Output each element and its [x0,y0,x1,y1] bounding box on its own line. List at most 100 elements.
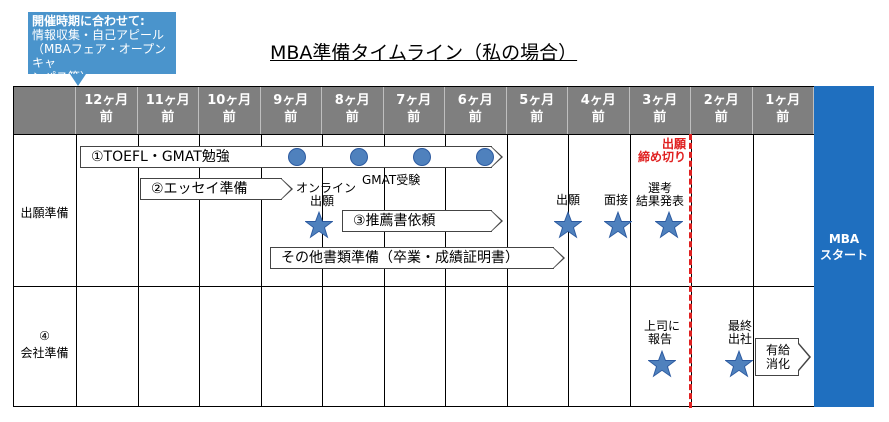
task-recommendation-label: ③推薦書依頼 [353,213,436,229]
row-label-company: 会社準備 [20,346,69,360]
month-header: 8ヶ月前 [322,86,384,134]
callout-line3: （MBAフェア・オープンキャ [32,42,167,70]
month-header: 11ヶ月前 [137,86,199,134]
paid-leave-arrow: 有給 消化 [755,338,811,376]
interview-star-icon [603,210,633,239]
interview-label: 面接 [604,193,629,207]
month-header-top: 7ヶ月 [396,93,432,108]
month-header-top: 1ヶ月 [765,93,801,108]
callout-line4: ンパス等） [32,70,93,84]
online-application-label-1: オンライン [296,181,357,195]
month-header: 5ヶ月前 [506,86,568,134]
month-header-top: 6ヶ月 [457,93,493,108]
month-header-bottom: 前 [222,110,236,125]
task-toefl-gmat: ①TOEFL・GMAT勉強 [80,146,503,168]
deadline-label: 出願 締め切り [630,138,686,164]
month-header-top: 11ヶ月 [145,93,190,108]
month-header-bottom: 前 [653,110,667,125]
month-header: 1ヶ月前 [752,86,814,134]
grid-line [76,134,77,407]
results-star-icon [654,210,684,239]
gmat-exam-marker [476,148,494,166]
results-label-1: 選考 [648,181,673,195]
grid-line [506,134,508,407]
callout-pointer [70,74,86,86]
grid-line [322,134,323,407]
grid-line [383,134,385,407]
grid-line [445,134,446,407]
month-header-bottom: 前 [99,110,113,125]
deadline-line [689,134,692,408]
month-header: 3ヶ月前 [629,86,691,134]
task-essay-label: ②エッセイ準備 [151,181,248,197]
month-header-top: 4ヶ月 [580,93,616,108]
month-header: 9ヶ月前 [260,86,322,134]
report-boss-label-2: 報告 [648,332,673,346]
page-title: MBA準備タイムライン（私の場合） [270,42,578,64]
grid-line [13,86,814,87]
grid-line [13,86,14,407]
month-header-top: 10ヶ月 [207,93,252,108]
report-boss-star-icon [647,349,677,378]
paid-leave-label-2: 消化 [766,357,791,371]
mba-start-column: MBA スタート [814,86,874,407]
month-header-bottom: 前 [407,110,421,125]
month-header-top: 12ヶ月 [84,93,129,108]
row-label-application: 出願準備 [20,206,69,220]
month-header-bottom: 前 [714,110,728,125]
application-label: 出願 [556,193,581,207]
deadline-label-1: 出願 [661,137,686,151]
last-day-label-1: 最終 [728,319,753,333]
task-toefl-gmat-label: ①TOEFL・GMAT勉強 [91,149,230,165]
row-label-company-number: ④ [39,329,50,343]
month-header: 7ヶ月前 [383,86,445,134]
month-header: 10ヶ月前 [199,86,261,134]
month-header: 4ヶ月前 [568,86,630,134]
results-label-2: 結果発表 [636,194,685,208]
gmat-exam-marker [288,148,306,166]
paid-leave-label-1: 有給 [766,343,791,357]
grid-line [568,134,569,407]
grid-line [13,134,814,135]
report-boss-label-1: 上司に [644,319,681,333]
month-header: 6ヶ月前 [445,86,507,134]
task-essay: ②エッセイ準備 [140,178,293,200]
grid-line [137,134,139,407]
month-header-top: 3ヶ月 [642,93,678,108]
grid-line [13,286,814,287]
deadline-label-2: 締め切り [637,150,686,164]
grid-line [199,134,200,407]
event-callout: 開催時期に合わせて: 情報収集・自己アピール （MBAフェア・オープンキャ ンパ… [28,12,176,84]
month-header-top: 5ヶ月 [519,93,555,108]
callout-line2: 情報収集・自己アピール [32,28,165,42]
month-header: 2ヶ月前 [691,86,753,134]
task-other-documents: その他書類準備（卒業・成績証明書） [270,247,565,269]
gmat-exam-label: GMAT受験 [362,173,421,187]
gmat-exam-marker [350,148,368,166]
month-header-bottom: 前 [345,110,359,125]
month-header-bottom: 前 [530,110,544,125]
grid-line [752,134,754,407]
last-day-label-2: 出社 [728,332,753,346]
month-header-bottom: 前 [468,110,482,125]
mba-label: MBA [828,231,860,246]
month-header-bottom: 前 [161,110,175,125]
month-header-bottom: 前 [776,110,790,125]
grid-line [629,134,631,407]
grid-line [260,134,262,407]
grid-line [13,406,814,407]
application-star-icon [553,210,583,239]
month-header-bottom: 前 [284,110,298,125]
callout-line1: 開催時期に合わせて: [32,14,145,28]
task-recommendation: ③推薦書依頼 [342,210,503,232]
month-header-top: 2ヶ月 [703,93,739,108]
gmat-exam-marker [413,148,431,166]
mba-start-label: スタート [819,247,868,262]
month-header-bottom: 前 [591,110,605,125]
last-day-star-icon [724,349,754,378]
header-corner [13,86,76,134]
month-header-top: 8ヶ月 [334,93,370,108]
online-application-label-2: 出願 [310,194,335,208]
month-header-top: 9ヶ月 [273,93,309,108]
task-other-documents-label: その他書類準備（卒業・成績証明書） [281,250,519,266]
